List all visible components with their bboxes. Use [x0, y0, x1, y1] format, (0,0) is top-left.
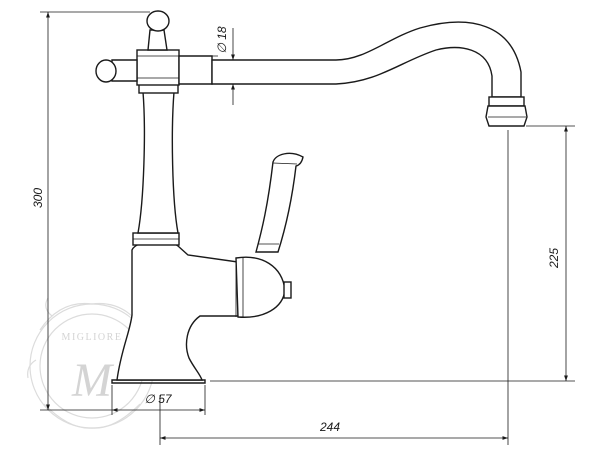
watermark-monogram: M: [71, 354, 115, 407]
dimension-height-total: 300: [31, 11, 150, 411]
dimension-spout-diameter: ∅ 18: [215, 26, 235, 105]
height-spout-label: 225: [547, 248, 561, 269]
watermark-brand: MIGLIORE: [62, 332, 123, 343]
faucet-outline: [95, 10, 528, 384]
spout-diameter-label: ∅ 18: [215, 26, 229, 53]
dimension-reach: 244: [159, 130, 509, 445]
migliore-watermark: MIGLIORE M: [27, 297, 157, 429]
dimension-base-diameter: ∅ 57: [111, 385, 206, 415]
reach-label: 244: [319, 420, 340, 434]
dimension-height-spout: 225: [210, 125, 575, 382]
height-total-label: 300: [31, 188, 45, 208]
base-diameter-label: ∅ 57: [144, 392, 172, 406]
